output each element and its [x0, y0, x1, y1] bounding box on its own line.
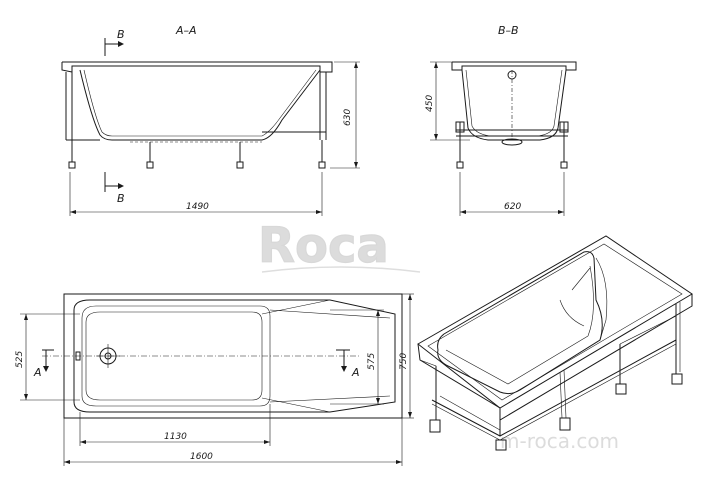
cut-label-b-top: B [117, 28, 125, 41]
watermark-site: m-roca.com [500, 429, 619, 453]
plan-view: A A 525 575 750 1130 [15, 293, 414, 466]
bb-foot [455, 121, 569, 169]
isometric-view [417, 235, 693, 451]
section-bb-title: B–B [498, 24, 519, 37]
watermark: Roca m-roca.com [257, 217, 619, 453]
cut-label-b-bottom: B [117, 192, 125, 205]
watermark-logo: Roca [258, 218, 389, 274]
section-bb-view: B–B 620 450 [425, 24, 577, 216]
dim-plan-750: 750 [399, 353, 409, 370]
dim-plan-525: 525 [15, 351, 25, 368]
section-aa-title: A–A [175, 24, 197, 37]
dim-plan-575: 575 [367, 353, 377, 370]
dim-bb-width: 620 [504, 202, 521, 212]
dim-aa-length: 1490 [186, 202, 209, 212]
dim-plan-1600: 1600 [190, 452, 213, 462]
dim-aa-height: 630 [343, 109, 353, 126]
section-aa-view: A–A B B [61, 24, 360, 216]
dim-bb-height: 450 [425, 95, 435, 112]
cut-label-a-left: A [33, 366, 42, 379]
iso-foot [429, 373, 683, 451]
dim-plan-1130: 1130 [164, 432, 187, 442]
cut-label-a-right: A [351, 366, 360, 379]
aa-foot [68, 140, 326, 169]
